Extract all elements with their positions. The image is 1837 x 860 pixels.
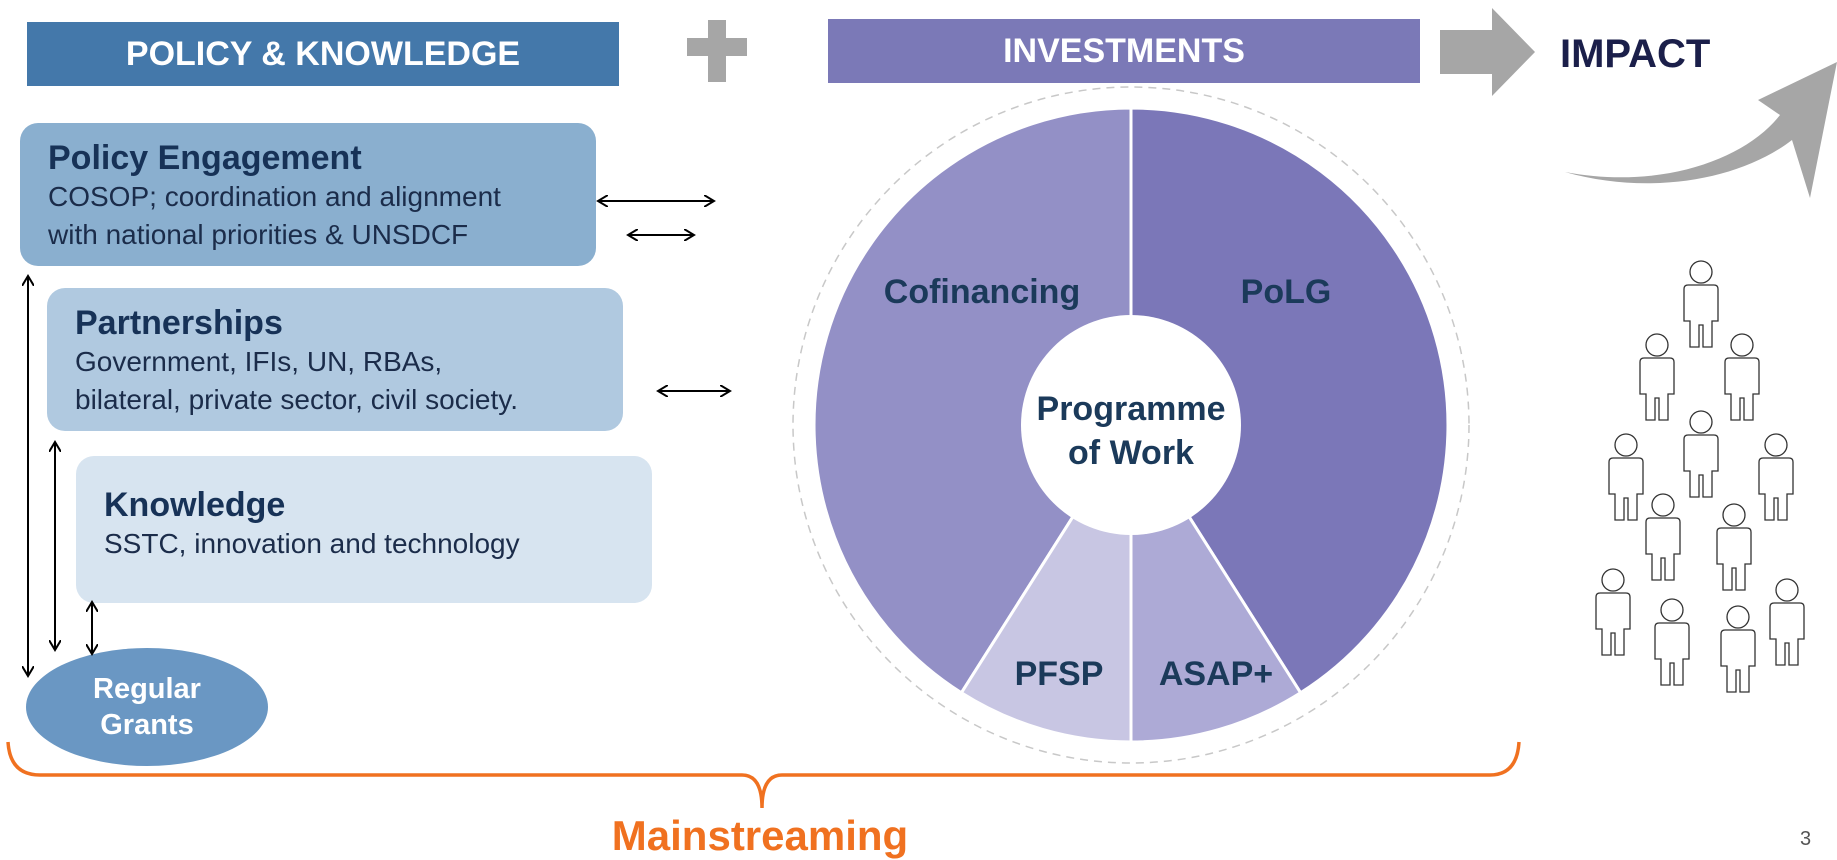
person-icon (1716, 503, 1752, 591)
person-icon (1639, 333, 1675, 421)
right-arrow-icon (1440, 8, 1535, 96)
person-icon (1595, 568, 1631, 656)
knowledge-desc: SSTC, innovation and technology (104, 528, 520, 559)
pie-segment-polg (1129, 106, 1450, 695)
partnerships-title: Partnerships (75, 304, 283, 342)
partnerships-desc-2: bilateral, private sector, civil society… (75, 384, 518, 415)
partnerships-desc-1: Government, IFIs, UN, RBAs, (75, 346, 443, 377)
pie-label-asap: ASAP+ (1159, 655, 1273, 693)
mainstreaming-label: Mainstreaming (611, 812, 909, 859)
curved-up-arrow-icon (1565, 62, 1837, 198)
policy-knowledge-header: POLICY & KNOWLEDGE (27, 22, 619, 86)
partnerships-box: Partnerships Government, IFIs, UN, RBAs,… (47, 288, 623, 431)
person-icon (1720, 605, 1756, 693)
policy-engagement-box: Policy Engagement COSOP; coordination an… (20, 123, 596, 266)
pie-center-label-2: of Work (1068, 434, 1194, 472)
pie-label-polg: PoLG (1241, 273, 1332, 311)
person-icon (1683, 410, 1719, 498)
knowledge-title: Knowledge (104, 486, 286, 524)
policy-engagement-desc-2: with national priorities & UNSDCF (48, 219, 469, 250)
knowledge-box: Knowledge SSTC, innovation and technolog… (76, 456, 652, 603)
policy-engagement-desc-1: COSOP; coordination and alignment (48, 181, 501, 212)
page-number: 3 (1800, 828, 1812, 850)
regular-grants-line-1: Regular (93, 673, 201, 705)
pie-segment-cofinancing (812, 106, 1133, 695)
investments-header: INVESTMENTS (828, 19, 1420, 83)
pie-center-label-1: Programme (1037, 390, 1226, 428)
policy-engagement-title: Policy Engagement (48, 139, 362, 177)
pie-center-circle (1021, 315, 1241, 535)
person-icon (1769, 578, 1805, 666)
person-icon (1654, 598, 1690, 686)
person-icon (1724, 333, 1760, 421)
impact-header: IMPACT (1560, 31, 1711, 76)
person-icon (1645, 493, 1681, 581)
people-group (1595, 260, 1805, 693)
mainstreaming-brace (6, 741, 1521, 809)
outer-dashed-circle (792, 86, 1470, 764)
pie-label-pfsp: PFSP (1015, 655, 1104, 693)
person-icon (1758, 433, 1794, 521)
plus-icon (687, 20, 747, 82)
person-icon (1683, 260, 1719, 348)
regular-grants-line-2: Grants (100, 709, 194, 741)
pie-label-cofinancing: Cofinancing (884, 273, 1080, 311)
regular-grants-ellipse: Regular Grants (26, 648, 268, 766)
person-icon (1608, 433, 1644, 521)
